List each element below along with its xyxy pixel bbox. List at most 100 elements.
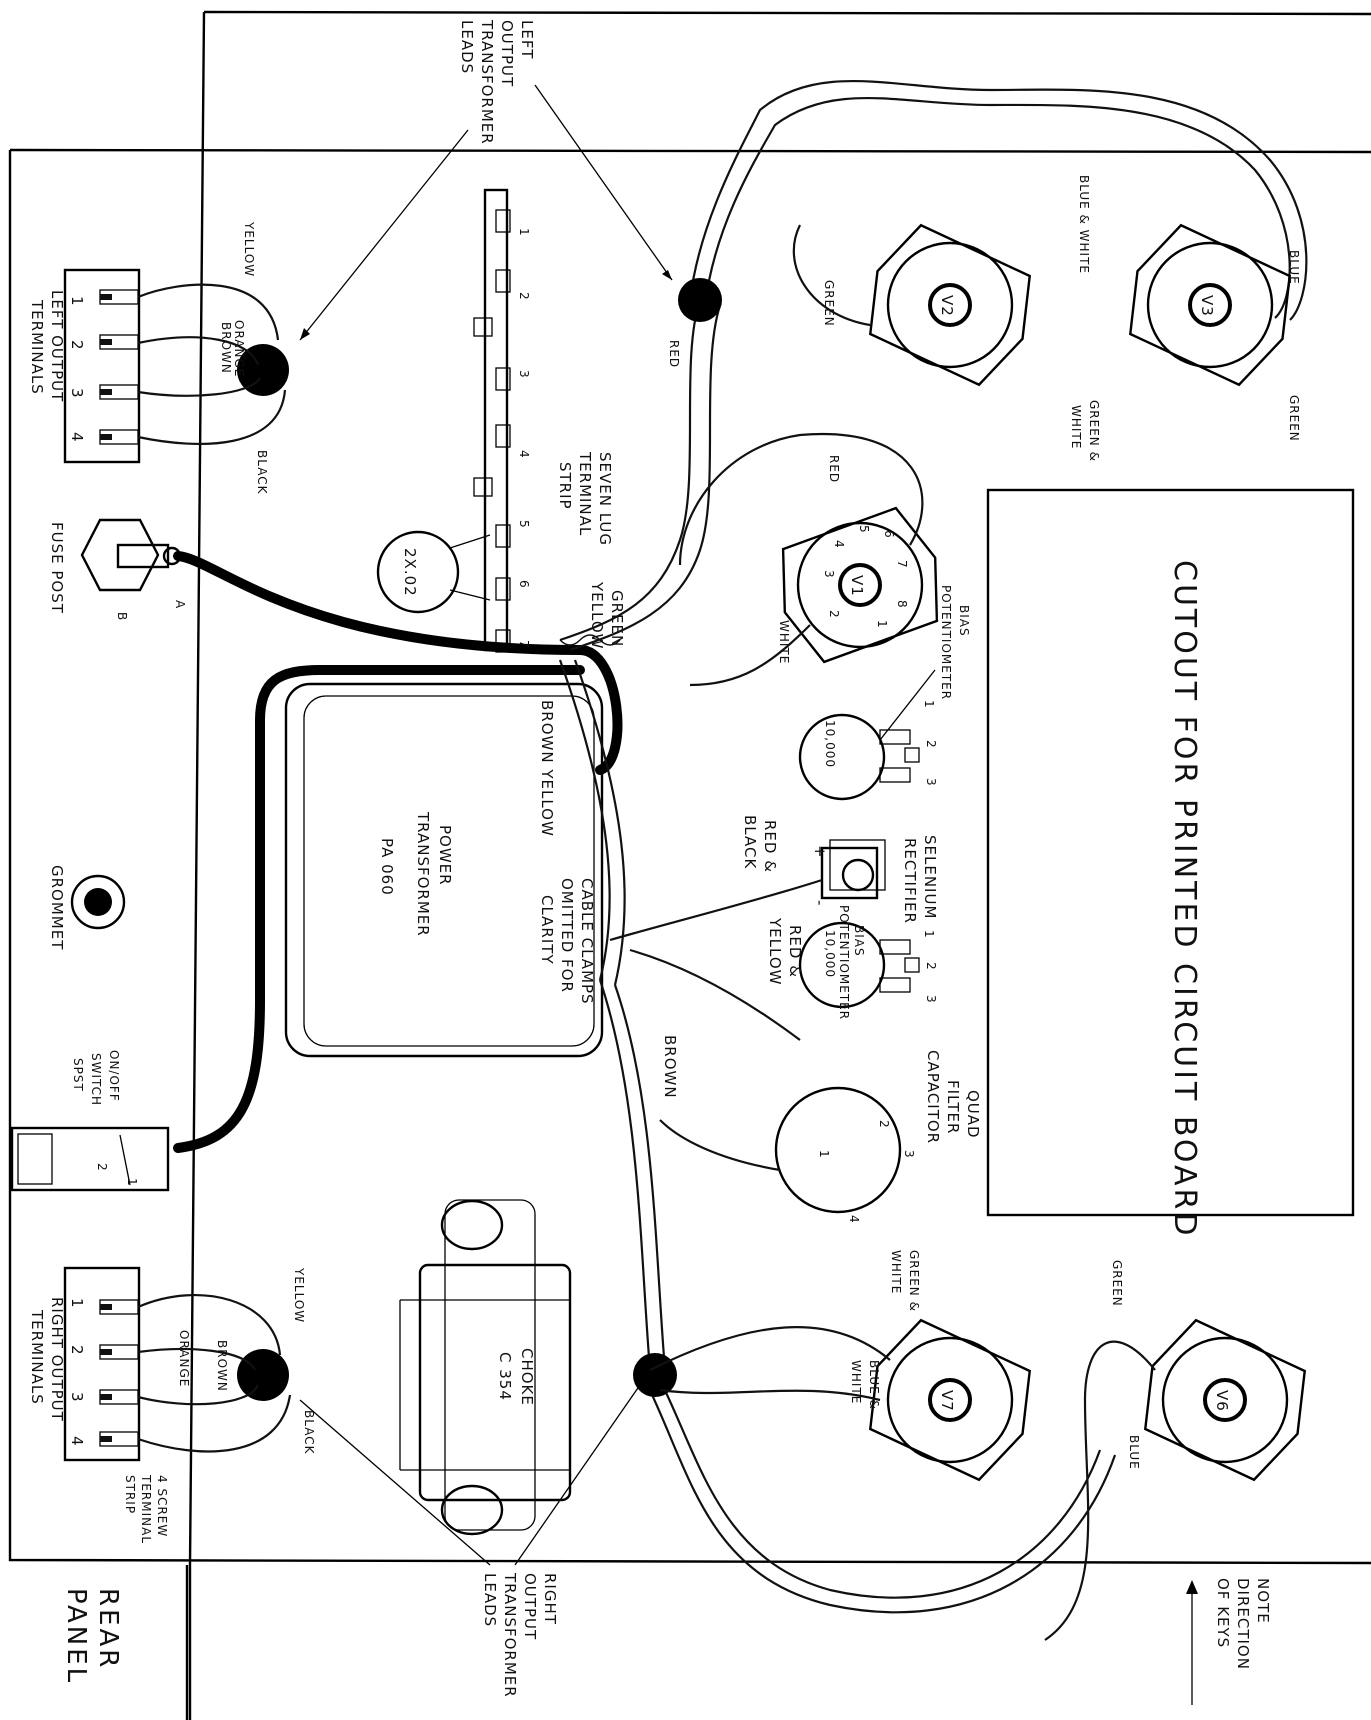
fuse-terminal-a: A: [173, 600, 187, 609]
left-output-terminals-label: LEFT OUTPUT: [48, 290, 66, 402]
power-transformer: POWER TRANSFORMER PA 060 CABLE CLAMPS OM…: [284, 682, 604, 1058]
transformer-label: PA 060: [378, 838, 396, 896]
wire-label-red: RED: [827, 455, 841, 483]
terminal-number: 1: [68, 296, 86, 307]
terminal-screw[interactable]: [99, 1431, 139, 1447]
terminal-screw[interactable]: [99, 289, 139, 305]
lug-number: 6: [517, 580, 531, 589]
pot-pin: 1: [922, 700, 936, 709]
terminal-screw[interactable]: [99, 1389, 139, 1405]
wire-label-orange: ORANGE: [232, 320, 246, 377]
wire-label-red-yellow: RED &: [786, 925, 804, 978]
right-output-terminal-strip: 1 2 3 4 RIGHT OUTPUT TERMINALS 4 SCREW T…: [28, 1266, 169, 1544]
strip-lug[interactable]: [473, 477, 493, 497]
cutout-printed-circuit-board: CUTOUT FOR PRINTED CIRCUIT BOARD: [986, 488, 1355, 1238]
strip-label: TERMINAL: [576, 451, 594, 536]
terminal-screw[interactable]: [99, 384, 139, 400]
terminal-screw[interactable]: [99, 334, 139, 350]
cable-clamps-note: OMITTED FOR: [558, 878, 576, 993]
main-wire-harness: [558, 80, 1308, 1614]
choke-c354: CHOKE C 354: [399, 1199, 572, 1536]
pot-label: BIAS: [852, 925, 866, 957]
tube-socket-v6: V6 GREEN BLUE: [1044, 1260, 1307, 1641]
strip-lug[interactable]: [495, 577, 511, 601]
fuse-terminal-b: B: [115, 612, 129, 621]
wire-label-green-white: WHITE: [889, 1250, 903, 1294]
strip-lug[interactable]: [495, 424, 511, 448]
heavy-power-cables: [173, 551, 623, 1153]
pot-pin: 2: [924, 962, 938, 971]
wire-label-black: BLACK: [302, 1410, 316, 1455]
strip-lug[interactable]: [495, 629, 511, 653]
wire-label-yellow: YELLOW: [292, 1267, 306, 1323]
wire-label-green: GREEN: [608, 590, 626, 647]
terminal-screw[interactable]: [99, 429, 139, 445]
fuse-post-label: FUSE POST: [48, 522, 66, 614]
cap-pin: 2: [877, 1120, 891, 1129]
rectifier-label: RECTIFIER: [901, 838, 919, 924]
rear-panel-text: PANEL: [61, 1588, 91, 1685]
strip-lug[interactable]: [473, 317, 493, 337]
strip-lug[interactable]: [495, 269, 511, 293]
switch-pin: 2: [95, 1163, 109, 1172]
lug-number: 4: [517, 450, 531, 459]
note-direction-of-keys: NOTE DIRECTION OF KEYS: [1186, 1578, 1272, 1705]
wire-label-black: BLACK: [255, 450, 269, 495]
tube-pin-numbers: 1 2 3 4 5 6 7 8: [822, 525, 909, 629]
tube-socket-v7: V7 GREEN & WHITE BLUE & WHITE: [649, 1250, 1032, 1482]
wire-label-brown: BROWN: [219, 322, 233, 374]
on-off-switch[interactable]: 1 2 ON/OFF SWITCH SPST: [10, 1050, 170, 1192]
pot-label: BIAS: [957, 605, 971, 637]
wire-label-blue-white: BLUE & WHITE: [1077, 175, 1091, 274]
terminal-screw[interactable]: [99, 1299, 139, 1315]
left-output-transformer-leads-label: LEFT OUTPUT TRANSFORMER LEADS: [299, 19, 673, 341]
rear-panel-label: REAR PANEL: [61, 1588, 123, 1685]
rectifier-label: SELENIUM: [921, 835, 939, 919]
tube-id: V3: [1198, 295, 1216, 317]
wire-label-blue-white: BLUE &: [867, 1360, 881, 1410]
strip-label: TERMINAL: [139, 1474, 153, 1544]
strip-lug[interactable]: [495, 367, 511, 391]
left-output-terminal-strip: 1 2 3 4 LEFT OUTPUT TERMINALS: [28, 268, 141, 464]
tube-socket-v3: V3 BLUE GREEN: [1128, 223, 1301, 442]
pin-number: 1: [875, 620, 889, 629]
transformer-label: TRANSFORMER: [414, 811, 432, 937]
cap-pin: 3: [902, 1150, 916, 1159]
lug-number: 5: [517, 520, 531, 529]
seven-lug-terminal-strip: 1 2 3 4 5 6 7 SEVEN LUG TERMINAL STRIP: [473, 188, 614, 653]
left-output-leads: YELLOW ORANGE BROWN BLACK: [137, 221, 289, 495]
fuse-post[interactable]: FUSE POST A B: [48, 518, 187, 621]
wire-label-red-black: RED &: [761, 820, 779, 873]
wire-label-brown-yellow: BROWN YELLOW: [538, 700, 556, 837]
capacitor-2x02: 2X.02: [376, 530, 491, 614]
wire-label-white: WHITE: [777, 620, 791, 664]
tube-id: V7: [938, 1390, 956, 1412]
label-line: OUTPUT: [521, 1573, 539, 1640]
grommet: GROMMET: [48, 865, 126, 950]
strip-label: STRIP: [123, 1475, 137, 1514]
bias-potentiometer-2[interactable]: 10,000 BIAS POTENTIOMETER 1 2 3 RED & YE…: [629, 905, 938, 1041]
terminal-screw[interactable]: [99, 1344, 139, 1360]
pin-number: 3: [822, 570, 836, 579]
capacitor-value: 2X.02: [401, 548, 419, 597]
strip-lug[interactable]: [495, 209, 511, 233]
choke-label: CHOKE: [518, 1348, 536, 1406]
bias-potentiometer-1[interactable]: 10,000 BIAS POTENTIOMETER 1 2 3: [798, 585, 971, 801]
wire-label-blue: BLUE: [1127, 1435, 1141, 1470]
switch-pin: 1: [125, 1178, 139, 1187]
switch-label: SPST: [71, 1058, 85, 1092]
strip-lug[interactable]: [495, 524, 511, 548]
pot-label: POTENTIOMETER: [837, 905, 851, 1020]
wire-label-blue: BLUE: [1287, 250, 1301, 285]
pot-value: 10,000: [823, 930, 837, 978]
strip-label: SEVEN LUG: [596, 452, 614, 546]
note-text: NOTE: [1254, 1578, 1272, 1624]
cap-pin: 4: [847, 1215, 861, 1224]
label-line: RIGHT: [541, 1573, 559, 1625]
rear-panel-text: REAR: [93, 1588, 123, 1670]
pot-pin: 1: [922, 930, 936, 939]
strip-label: STRIP: [556, 462, 574, 510]
tube-id: V1: [848, 575, 866, 597]
note-text: OF KEYS: [1214, 1578, 1232, 1648]
